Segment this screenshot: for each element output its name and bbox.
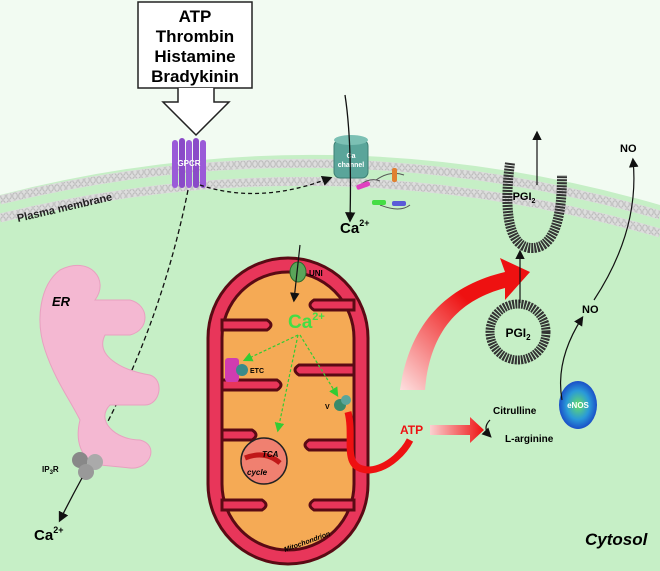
agonist-bradykinin: Bradykinin <box>151 67 239 86</box>
enos-enzyme <box>559 381 597 429</box>
pgi2-fused-vesicle <box>502 162 567 253</box>
gpcr-label: GPCR <box>177 159 200 168</box>
citrulline-cycle-arrow <box>481 419 492 438</box>
etc-complex <box>225 358 248 382</box>
gpcr-to-channel-arrow <box>199 175 333 195</box>
ca-er-label: Ca2+ <box>34 525 63 544</box>
uni-arrow <box>290 244 301 303</box>
agonist-box: ATP Thrombin Histamine Bradykinin <box>137 1 253 137</box>
v-label: V <box>325 404 330 411</box>
agonist-atp: ATP <box>179 7 212 26</box>
atp-synthase <box>334 395 351 411</box>
gpcr-receptor: GPCR <box>172 138 206 188</box>
ca-cytosol-label: Ca2+ <box>340 218 369 237</box>
cytosol-label: Cytosol <box>585 530 649 549</box>
pgi2-fused-label: PGI2 <box>513 191 536 205</box>
enos-to-no-arrow <box>559 315 584 401</box>
no-inner-label: NO <box>582 304 599 316</box>
er-label: ER <box>52 294 71 309</box>
gpcr-to-ip3r-arrow <box>88 189 189 458</box>
etc-label: ETC <box>250 368 264 375</box>
er-ca-release-arrow <box>58 477 83 523</box>
l-arginine-label: L-arginine <box>505 434 554 445</box>
citrulline-label: Citrulline <box>493 406 537 417</box>
mitochondrion <box>206 256 370 566</box>
no-outer-label: NO <box>620 143 637 155</box>
atp-to-pgi-arrow <box>400 258 530 390</box>
agonist-histamine: Histamine <box>154 47 235 66</box>
endoplasmic-reticulum <box>39 264 160 469</box>
ca-channel-label-2: channel <box>338 162 365 169</box>
atp-to-enos-arrow <box>430 417 484 443</box>
ca-channel-label-1: Ca <box>347 153 356 160</box>
ip3r-label: IP3R <box>42 465 59 476</box>
uni-label: UNI <box>309 269 323 278</box>
pgi2-vesicle-label: PGI2 <box>505 326 531 342</box>
cycle-label: cycle <box>247 468 268 477</box>
no-release-arrow <box>593 157 639 301</box>
atp-export-arrow <box>344 411 414 474</box>
ip3r-receptor <box>72 452 103 480</box>
enos-label: eNOS <box>567 401 589 410</box>
pgi2-vesicle <box>485 299 551 365</box>
tca-label: TCA <box>262 450 279 459</box>
ca-mito-label: Ca2+ <box>288 311 325 333</box>
ca-influx-arrow <box>344 94 356 223</box>
tca-cycle <box>240 437 288 485</box>
atp-label: ATP <box>400 423 423 437</box>
matrix-ca-arrows <box>242 334 339 433</box>
plasma-membrane <box>0 158 660 238</box>
ca-channel: Ca channel <box>333 135 411 210</box>
agonist-thrombin: Thrombin <box>156 27 234 46</box>
